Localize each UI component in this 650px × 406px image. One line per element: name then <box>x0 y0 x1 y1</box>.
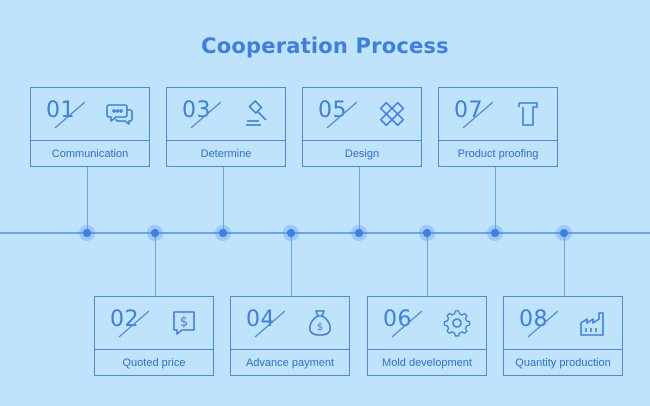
timeline-dot <box>287 229 295 237</box>
timeline-dot <box>151 229 159 237</box>
timeline-dot <box>219 229 227 237</box>
svg-text:$: $ <box>317 322 323 333</box>
slash-decoration <box>190 101 222 129</box>
svg-text:$: $ <box>180 315 188 330</box>
step-card-07: 07 Product proofing <box>438 87 558 167</box>
factory-icon <box>580 312 604 336</box>
step-card-02: 02 $ Quoted price <box>94 296 214 376</box>
timeline-dot <box>83 229 91 237</box>
timeline-dot <box>423 229 431 237</box>
timeline-dot <box>491 229 499 237</box>
chat-bubbles-icon <box>106 104 133 125</box>
cup-icon <box>518 102 538 126</box>
step-number: 04 <box>246 307 275 332</box>
gear-icon <box>443 310 471 337</box>
step-label: Mold development <box>382 357 472 369</box>
step-number: 03 <box>182 98 211 123</box>
connector <box>290 233 292 297</box>
connector <box>86 166 88 233</box>
step-number: 06 <box>383 307 412 332</box>
step-card-04: 04 $ Advance payment <box>230 296 350 376</box>
connector <box>426 233 428 297</box>
step-card-01: 01 Communication <box>30 87 150 167</box>
ruler-pencil-icon <box>379 101 405 127</box>
step-number: 05 <box>318 98 347 123</box>
step-label: Quantity production <box>515 357 611 369</box>
money-bag-icon: $ <box>309 310 331 336</box>
slash-decoration <box>326 101 358 129</box>
slash-decoration <box>118 310 150 338</box>
slash-decoration <box>254 310 286 338</box>
step-card-05: 05 Design <box>302 87 422 167</box>
step-label: Advance payment <box>245 357 335 369</box>
slash-decoration <box>527 310 559 338</box>
gavel-icon <box>246 100 267 126</box>
step-label: Quoted price <box>122 357 186 369</box>
step-label: Design <box>344 148 380 160</box>
dollar-sign-icon: $ <box>173 311 195 335</box>
connector <box>494 166 496 233</box>
step-number: 08 <box>519 307 548 332</box>
step-number: 01 <box>46 98 75 123</box>
step-label: Determine <box>200 148 252 160</box>
step-card-03: 03 Determine <box>166 87 286 167</box>
step-number: 02 <box>110 307 139 332</box>
timeline-dot <box>355 229 363 237</box>
timeline-line <box>0 232 650 234</box>
connector <box>563 233 565 297</box>
timeline-dot <box>560 229 568 237</box>
connector <box>358 166 360 233</box>
slash-decoration <box>391 310 423 338</box>
slash-decoration <box>462 101 494 129</box>
slash-decoration <box>54 101 86 129</box>
step-card-08: 08 Quantity production <box>503 296 623 376</box>
connector <box>154 233 156 297</box>
step-number: 07 <box>454 98 483 123</box>
connector <box>222 166 224 233</box>
step-label: Communication <box>51 148 129 160</box>
step-label: Product proofing <box>457 148 539 160</box>
step-card-06: 06 Mold development <box>367 296 487 376</box>
page-title: Cooperation Process <box>201 34 449 58</box>
